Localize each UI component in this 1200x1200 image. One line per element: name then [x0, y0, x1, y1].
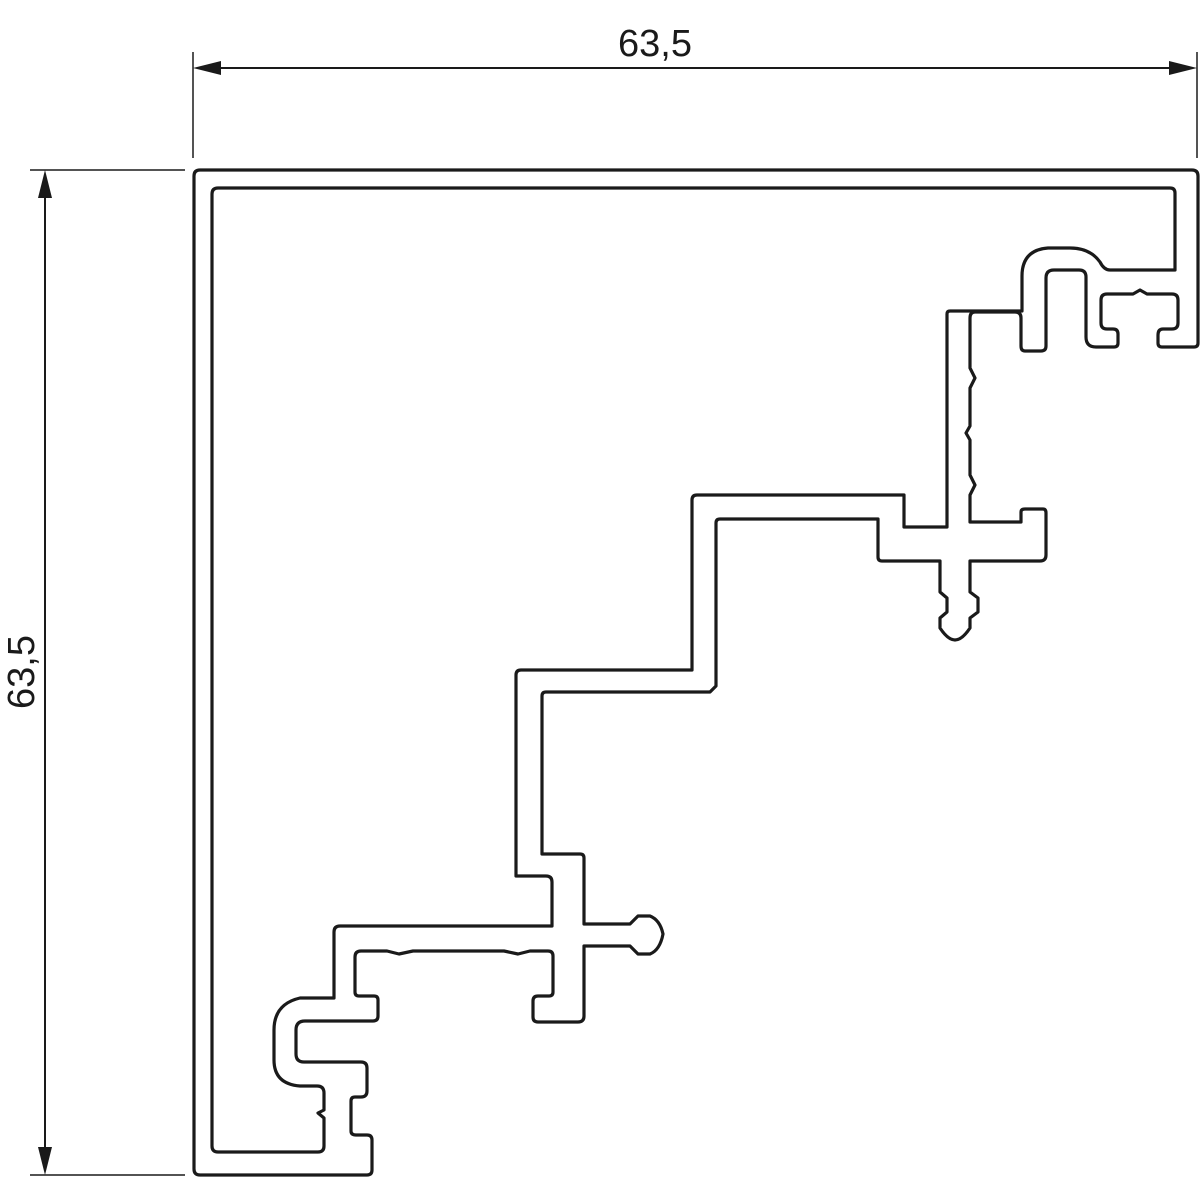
corner-profile: [192, 168, 1200, 1177]
width-label: 63,5: [618, 23, 692, 65]
profile-inner-contour: [210, 186, 1177, 1154]
height-dimension: 63,5: [1, 169, 185, 1176]
height-label: 63,5: [1, 635, 43, 709]
height-arrow-bottom: [38, 1147, 52, 1175]
width-dimension: 63,5: [192, 23, 1198, 158]
width-arrow-left: [193, 61, 221, 75]
width-arrow-right: [1169, 61, 1197, 75]
height-arrow-top: [38, 170, 52, 198]
profile-outer-contour: [192, 168, 1200, 1177]
